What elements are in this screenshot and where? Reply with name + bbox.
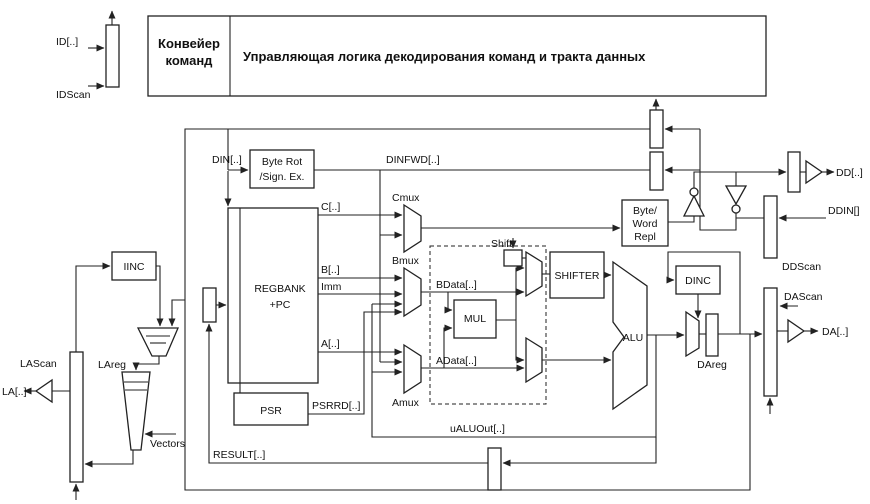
amux-shape (403, 343, 422, 395)
cmux-shape (403, 203, 422, 254)
labels: Конвейер команд Управляющая логика декод… (2, 36, 863, 461)
lascan-label: LAScan (20, 358, 57, 370)
la-label: LA[..] (2, 386, 27, 398)
amux-label: Amux (392, 397, 420, 409)
dareg-label: DAreg (697, 359, 727, 371)
la-pad-register (69, 351, 84, 483)
ualuout-label: uALUOut[..] (450, 423, 505, 435)
byte-word-repl-label-line3: Repl (634, 231, 656, 243)
dinfwd-label: DINFWD[..] (386, 154, 440, 166)
vectors-label: Vectors (150, 438, 185, 450)
ddscan-label: DDScan (782, 261, 821, 273)
bdata-label: BData[..] (436, 279, 477, 291)
result-label: RESULT[..] (213, 449, 265, 461)
dd-pad-register (787, 151, 801, 193)
shift-label: Shift (491, 238, 512, 250)
ddin-label: DDIN[] (828, 205, 860, 217)
control-title: Управляющая логика декодирования команд … (243, 49, 646, 64)
bmux-shape (403, 266, 422, 318)
dd-output-driver-bubble (689, 187, 699, 197)
iinc-box (111, 251, 157, 281)
alu-shape (612, 260, 648, 411)
psr-label: PSR (260, 405, 282, 417)
id-label: ID[..] (56, 36, 78, 48)
byte-word-repl-label-line2: Word (633, 218, 658, 230)
pipeline-title-line1: Конвейер (158, 36, 220, 51)
c-bus-label: C[..] (321, 201, 340, 213)
lareg-mux (121, 371, 151, 451)
multiplier-dashed-region (429, 245, 547, 405)
id-pipeline-register (105, 24, 120, 88)
byte-rot-label-line2: /Sign. Ex. (260, 171, 305, 183)
la-output-buffer-icon (34, 378, 53, 404)
dinc-box (675, 265, 721, 295)
wires (23, 10, 835, 500)
byte-rot-sign-extend-box (249, 149, 315, 189)
dd-input-driver-icon (724, 185, 748, 206)
regbank-write-register (202, 287, 217, 323)
mul-label: MUL (464, 313, 486, 325)
iinc-label: IINC (124, 261, 145, 273)
da-output-buffer-icon (787, 318, 806, 344)
control-logic-box (147, 15, 767, 97)
regbank-label-line2: +PC (270, 299, 291, 311)
dd-output-driver-icon (682, 194, 706, 217)
din-label: DIN[..] (212, 154, 242, 166)
alu-input-mux (525, 336, 543, 384)
mul-box (453, 299, 497, 339)
shift-amount-register (503, 249, 523, 267)
da-label: DA[..] (822, 326, 848, 338)
dinc-label: DINC (685, 275, 711, 287)
regbank-label-line1: REGBANK (254, 283, 305, 295)
byte-word-repl-label-line1: Byte/ (633, 205, 657, 217)
pipeline-title-line2: команд (166, 53, 214, 68)
dd-input-driver-bubble (731, 204, 741, 214)
result-register (487, 447, 502, 491)
din-register-lower (649, 151, 664, 191)
a-bus-label: A[..] (321, 338, 340, 350)
ddin-register (763, 195, 778, 259)
byte-rot-label-line1: Byte Rot (262, 156, 302, 168)
dareg-mux (685, 310, 700, 358)
dd-label: DD[..] (836, 167, 863, 179)
dascan-label: DAScan (784, 291, 823, 303)
bmux-label: Bmux (392, 255, 420, 267)
b-bus-label: B[..] (321, 264, 340, 276)
regbank-box (227, 207, 319, 384)
byte-word-repl-box (621, 199, 669, 247)
lareg-label: LAreg (98, 359, 126, 371)
shifter-label: SHIFTER (555, 270, 600, 282)
shifter-box (549, 251, 605, 299)
imm-bus-label: Imm (321, 281, 342, 293)
address-funnel-mux (136, 327, 179, 357)
dareg-register (705, 313, 719, 357)
adata-label: AData[..] (436, 355, 477, 367)
din-register-upper (649, 109, 664, 149)
shifter-input-mux (525, 250, 543, 298)
cmux-label: Cmux (392, 192, 420, 204)
blocks (34, 15, 824, 491)
da-pad-register (763, 287, 778, 397)
alu-label: ALU (623, 332, 643, 344)
dd-output-buffer-icon (805, 159, 824, 185)
psr-box (233, 392, 309, 426)
idscan-label: IDScan (56, 89, 91, 101)
psrrd-label: PSRRD[..] (312, 400, 361, 412)
